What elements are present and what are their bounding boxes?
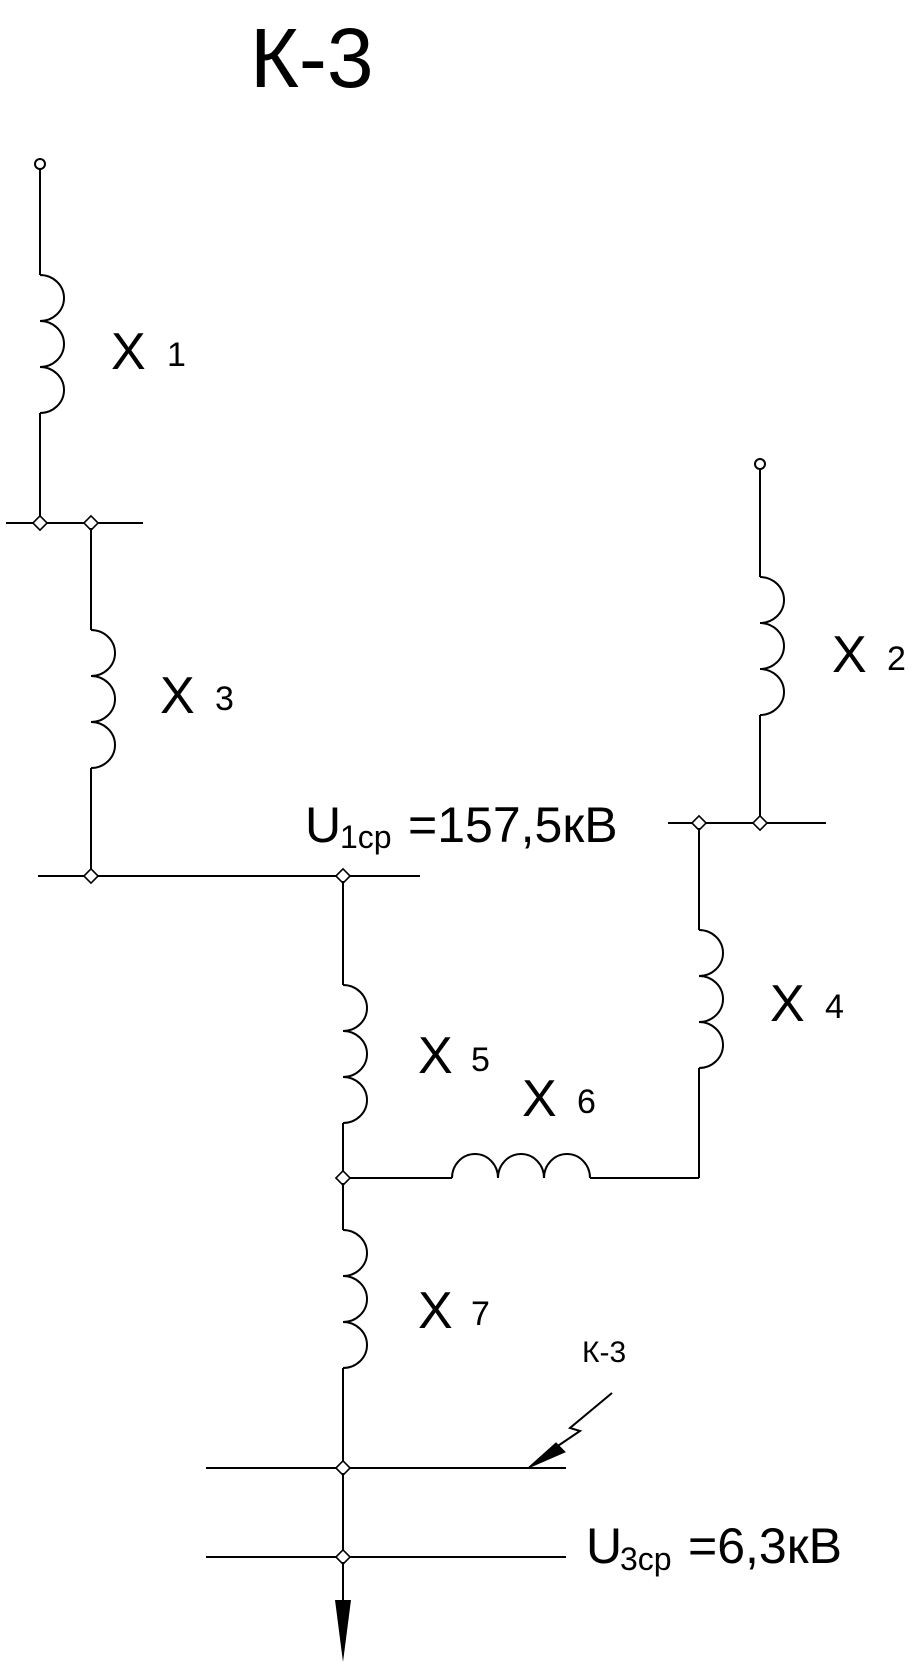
inductor-x6 bbox=[451, 1153, 591, 1179]
label-x7: X bbox=[418, 1282, 453, 1340]
inductor-x7 bbox=[342, 1229, 368, 1369]
node-x5-x6-junction bbox=[334, 1169, 352, 1187]
node-bus1-b bbox=[82, 514, 100, 532]
source-1-terminal bbox=[34, 158, 46, 170]
label-x1: X bbox=[111, 323, 146, 381]
node-fault-bus bbox=[334, 1459, 352, 1477]
node-bus1-a bbox=[31, 514, 49, 532]
label-x2-index: 2 bbox=[887, 640, 906, 678]
fault-lightning-icon bbox=[539, 1392, 613, 1459]
inductor-x2 bbox=[759, 576, 785, 716]
label-x4-index: 4 bbox=[825, 988, 844, 1026]
label-u3-subscript: 3ср bbox=[620, 1541, 672, 1577]
label-u3-value: =6,3кВ bbox=[688, 1518, 842, 1574]
inductor-x5 bbox=[342, 984, 368, 1124]
node-bus-u1-left bbox=[82, 867, 100, 885]
node-bus2-b bbox=[751, 814, 769, 832]
label-x5: X bbox=[418, 1027, 453, 1085]
diagram-title: К-3 bbox=[250, 11, 374, 105]
label-u3: U bbox=[586, 1518, 622, 1574]
node-bus2-a bbox=[690, 814, 708, 832]
inductor-x3 bbox=[90, 629, 116, 769]
label-u1-subscript: 1ср bbox=[340, 819, 392, 855]
label-x1-index: 1 bbox=[167, 336, 186, 374]
fault-arrowhead-icon bbox=[527, 1442, 566, 1469]
label-u1: U bbox=[305, 797, 341, 853]
load-arrow-icon bbox=[335, 1600, 351, 1662]
node-bus-u1-main bbox=[334, 867, 352, 885]
label-x7-index: 7 bbox=[471, 1295, 490, 1333]
label-x3-index: 3 bbox=[215, 680, 234, 718]
label-x4: X bbox=[770, 975, 805, 1033]
label-x6: X bbox=[522, 1070, 557, 1128]
inductor-x1 bbox=[39, 274, 65, 414]
source-2-terminal bbox=[754, 458, 766, 470]
fault-label: К-3 bbox=[582, 1336, 626, 1369]
label-x6-index: 6 bbox=[577, 1083, 596, 1121]
label-u1-value: =157,5кВ bbox=[408, 797, 618, 853]
node-bus-u3 bbox=[334, 1548, 352, 1566]
inductor-x4 bbox=[698, 929, 724, 1069]
label-x3: X bbox=[160, 667, 195, 725]
label-x5-index: 5 bbox=[471, 1041, 490, 1079]
label-x2: X bbox=[832, 626, 867, 684]
